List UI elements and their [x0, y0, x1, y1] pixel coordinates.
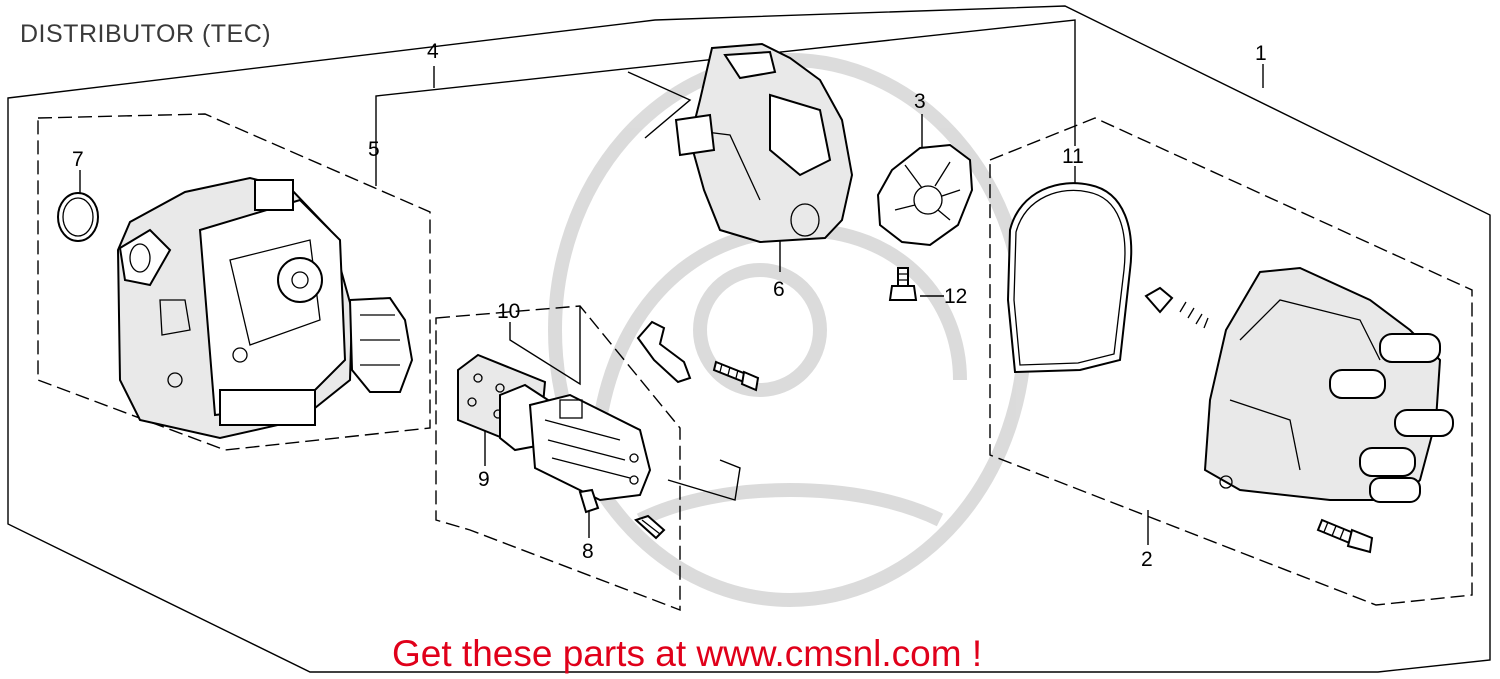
module-pointer: [667, 459, 741, 501]
callout-3: 3: [914, 90, 926, 113]
callout-6: 6: [773, 278, 785, 301]
housing-group-box: [37, 113, 431, 451]
callout-4: 4: [427, 40, 439, 63]
callout-8: 8: [582, 540, 594, 563]
rotor-icon: [876, 143, 974, 247]
module-screw-icon: [634, 514, 666, 540]
callout-10: 10: [497, 300, 520, 323]
distributor-cap-icon: [1203, 266, 1454, 503]
callout-5: 5: [368, 138, 380, 161]
rotor-screw-icon: [888, 267, 918, 301]
callout-1: 1: [1255, 42, 1267, 65]
leader-10: [509, 306, 581, 386]
cap-group-box: [989, 117, 1473, 606]
callout-9: 9: [478, 468, 490, 491]
carbon-brush-icon: [1144, 286, 1209, 329]
bracket-clip-icon: [636, 320, 692, 384]
callout-11: 11: [1062, 145, 1084, 168]
bracket-screw-icon: [712, 360, 760, 392]
module-base-plate-icon: [457, 353, 550, 452]
assembly-outline: [7, 5, 1491, 673]
callout-7: 7: [72, 148, 84, 171]
ignition-coil-module-icon: [528, 393, 652, 514]
screw-icon: [1316, 518, 1374, 554]
cap-gasket-icon: [1006, 182, 1133, 374]
page-title: DISTRIBUTOR (TEC): [20, 20, 272, 48]
promo-link[interactable]: Get these parts at www.cmsnl.com !: [392, 633, 983, 674]
callout-12: 12: [944, 285, 967, 308]
rotor-cover-icon: [674, 42, 854, 244]
o-ring-icon: [57, 192, 99, 242]
distributor-housing-icon: [116, 176, 414, 440]
cover-pointer: [627, 71, 692, 139]
callout-2: 2: [1141, 548, 1153, 571]
